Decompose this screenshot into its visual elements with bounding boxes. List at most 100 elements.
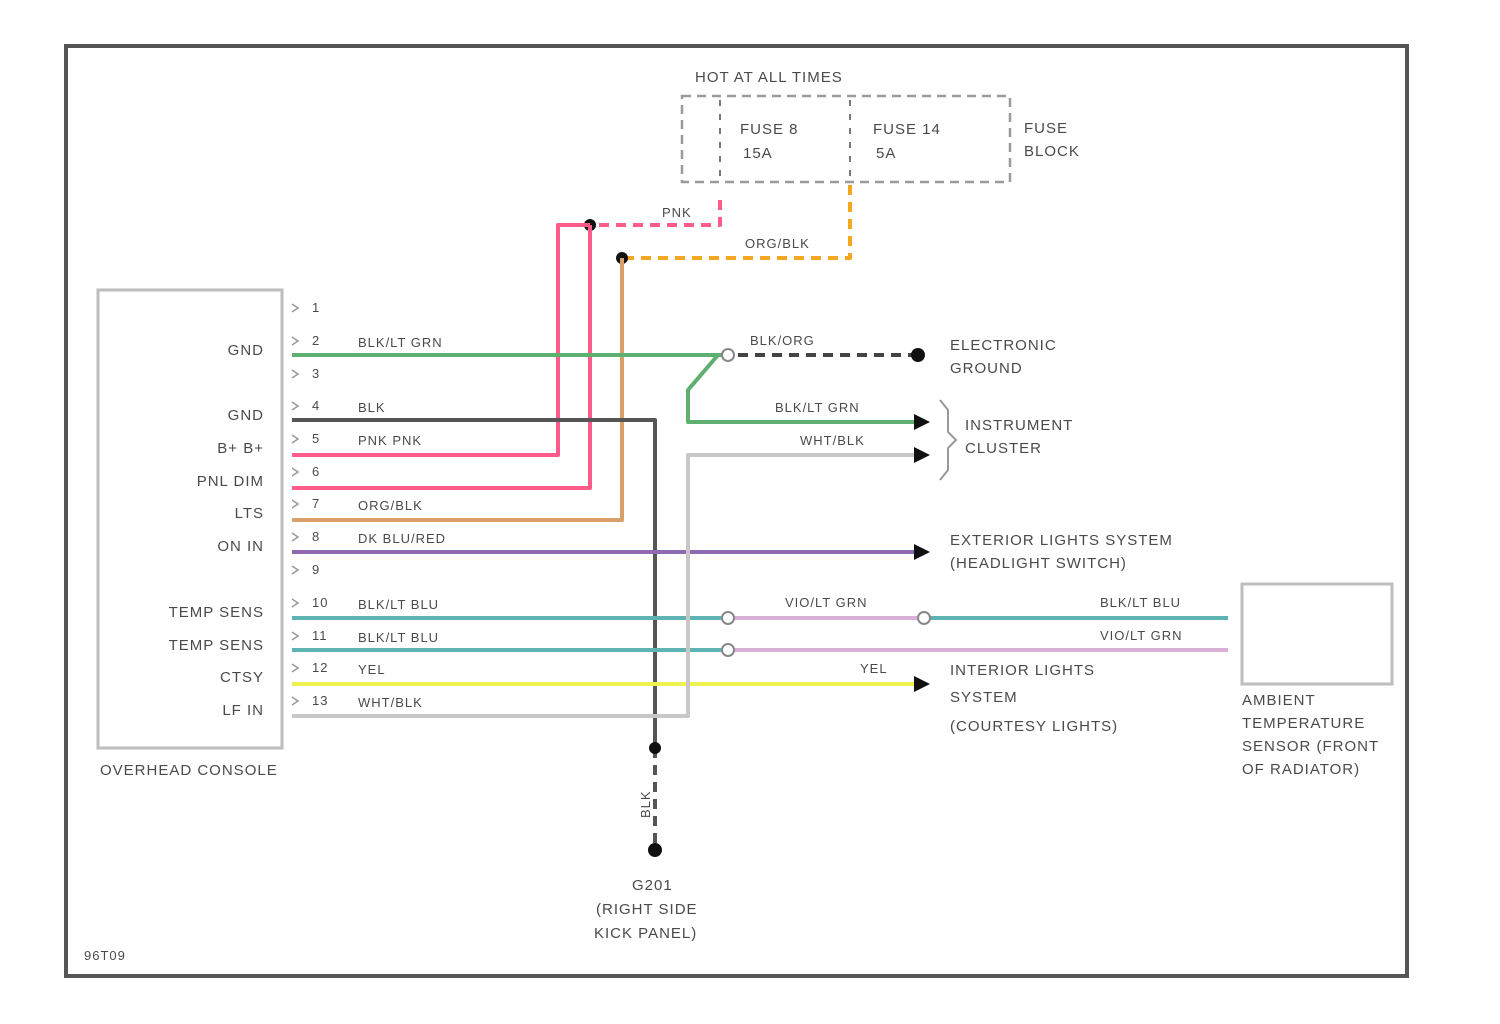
ground-line2: (RIGHT SIDE [596, 901, 698, 918]
label-blk-org: BLK/ORG [750, 333, 815, 348]
pin-number: 2 [312, 333, 320, 348]
feed-wires: PNK ORG/BLK [584, 185, 850, 264]
instrument-cluster-line1: INSTRUMENT [965, 417, 1073, 434]
pin-number: 9 [312, 562, 320, 577]
pin-wire-color-label: BLK [358, 400, 386, 415]
pin-tick [292, 599, 298, 607]
fuse-block-label-1: FUSE [1024, 120, 1068, 137]
pin-tick [292, 304, 298, 312]
pin-tick [292, 632, 298, 640]
pin-wire-color-label: PNK PNK [358, 433, 422, 448]
ground-splice-top [649, 742, 661, 754]
interior-lights-line3: (COURTESY LIGHTS) [950, 718, 1118, 735]
fuse-block: HOT AT ALL TIMES FUSE 8 15A FUSE 14 5A F… [682, 69, 1080, 182]
fuse-a-rating: 15A [743, 145, 773, 162]
ambient-sensor-line4: OF RADIATOR) [1242, 761, 1360, 778]
pin-number: 5 [312, 431, 320, 446]
label-blk-lt-blu-right: BLK/LT BLU [1100, 595, 1181, 610]
pin-tick [292, 370, 298, 378]
inline-connector-11 [722, 644, 734, 656]
ground-point-g201 [648, 843, 662, 857]
ambient-sensor-line1: AMBIENT [1242, 692, 1316, 709]
arrow-cluster-grn [914, 414, 930, 430]
ground-line1: G201 [632, 877, 673, 894]
pin-number: 8 [312, 529, 320, 544]
pin-function-label: TEMP SENS [169, 637, 264, 654]
label-vio-lt-grn-mid: VIO/LT GRN [785, 595, 867, 610]
destinations: ELECTRONIC GROUND INSTRUMENT CLUSTER EXT… [950, 337, 1392, 778]
pin-function-label: GND [228, 342, 264, 359]
pin-function-label: B+ B+ [217, 440, 264, 457]
org-blk-feed-dashed [622, 185, 850, 258]
exterior-lights-line1: EXTERIOR LIGHTS SYSTEM [950, 532, 1173, 549]
pin-tick [292, 402, 298, 410]
inline-connector-10 [722, 612, 734, 624]
pin-tick [292, 468, 298, 476]
inline-connector-gnd [722, 349, 734, 361]
pin-tick [292, 435, 298, 443]
electronic-ground-line1: ELECTRONIC [950, 337, 1057, 354]
pin-wire-color-label: DK BLU/RED [358, 531, 446, 546]
pin-number: 11 [312, 628, 328, 643]
pin-function-label: CTSY [220, 669, 264, 686]
pin-tick [292, 566, 298, 574]
interior-lights-line2: SYSTEM [950, 689, 1018, 706]
label-vio-lt-grn-right: VIO/LT GRN [1100, 628, 1182, 643]
pin-wire-color-label: YEL [358, 662, 386, 677]
pin-function-label: GND [228, 407, 264, 424]
pin-number: 10 [312, 595, 328, 610]
pin-wire-color-label: BLK/LT BLU [358, 630, 439, 645]
pin-wire-color-label: WHT/BLK [358, 695, 423, 710]
fuse-block-outline [682, 96, 1010, 182]
ambient-sensor-line3: SENSOR (FRONT [1242, 738, 1379, 755]
fuse-b-name: FUSE 14 [873, 121, 941, 138]
pin-number: 7 [312, 496, 320, 511]
ambient-sensor-line2: TEMPERATURE [1242, 715, 1365, 732]
instrument-cluster-brace [940, 400, 956, 480]
pin-function-label: ON IN [217, 538, 264, 555]
pnk-feed-label: PNK [662, 205, 692, 220]
wire-blk-ground [292, 420, 655, 748]
pin-tick [292, 337, 298, 345]
instrument-cluster-line2: CLUSTER [965, 440, 1042, 457]
pin-tick [292, 533, 298, 541]
pin-function-label: TEMP SENS [169, 604, 264, 621]
ground-wire-label: BLK [638, 790, 653, 818]
arrow-exterior-lights [914, 544, 930, 560]
pnk-feed-dashed [590, 200, 720, 225]
pin-tick [292, 500, 298, 508]
exterior-lights-line2: (HEADLIGHT SWITCH) [950, 555, 1127, 572]
arrow-cluster-wht [914, 447, 930, 463]
label-wht-blk-cluster: WHT/BLK [800, 433, 865, 448]
fuse-b-rating: 5A [876, 145, 896, 162]
label-blk-lt-grn-cluster: BLK/LT GRN [775, 400, 860, 415]
fuse-a-name: FUSE 8 [740, 121, 799, 138]
pin-number: 1 [312, 300, 320, 315]
pin-tick [292, 664, 298, 672]
pin-number: 4 [312, 398, 320, 413]
pin-wire-color-label: ORG/BLK [358, 498, 423, 513]
ground-g201: BLK G201 (RIGHT SIDE KICK PANEL) [594, 790, 698, 942]
figure-id: 96T09 [84, 948, 126, 963]
electronic-ground-line2: GROUND [950, 360, 1023, 377]
wire-org-blk [292, 258, 622, 520]
pin-function-label: LTS [235, 505, 264, 522]
arrow-interior-lights [914, 676, 930, 692]
pin-number: 3 [312, 366, 320, 381]
org-blk-feed-label: ORG/BLK [745, 236, 810, 251]
pin-wire-color-label: BLK/LT GRN [358, 335, 443, 350]
wire-wht-blk [292, 455, 918, 716]
ambient-sensor-box [1242, 584, 1392, 684]
pin-tick [292, 697, 298, 705]
label-yel-right: YEL [860, 661, 888, 676]
inline-connector-10b [918, 612, 930, 624]
interior-lights-line1: INTERIOR LIGHTS [950, 662, 1095, 679]
branch-labels: BLK/ORG BLK/LT GRN WHT/BLK VIO/LT GRN BL… [750, 333, 1182, 676]
pin-wire-color-label: BLK/LT BLU [358, 597, 439, 612]
ground-line3: KICK PANEL) [594, 925, 697, 942]
pin-number: 12 [312, 660, 328, 675]
pin-function-label: PNL DIM [197, 473, 264, 490]
